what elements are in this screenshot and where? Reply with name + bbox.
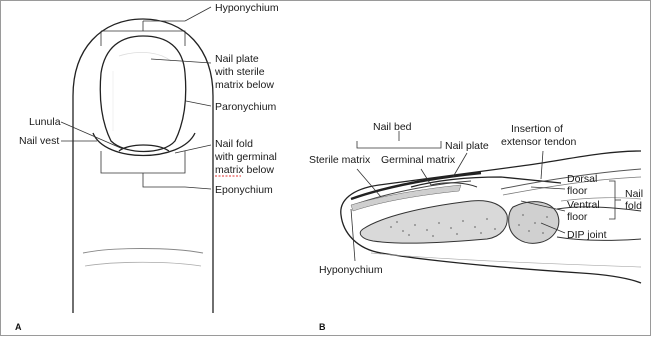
panel-a-labels: Hyponychium Nail plate with sterile matr… [15, 2, 279, 332]
label-b-germinal-matrix: Germinal matrix [381, 154, 456, 166]
panel-b-letter: B [319, 322, 326, 332]
label-b-insertion-1: Insertion of [511, 123, 563, 135]
label-a-lunula: Lunula [29, 116, 61, 128]
panel-a-drawing [61, 7, 213, 313]
label-b-ventral-floor-1: Ventral [567, 199, 600, 211]
label-b-hyponychium: Hyponychium [319, 264, 383, 276]
distal-phalanx-bone [360, 201, 507, 244]
label-a-nail-fold-3: matrix below [215, 164, 274, 176]
label-a-nail-vest: Nail vest [19, 135, 59, 147]
label-b-nail-fold-2: fold [625, 200, 642, 212]
panel-a-letter: A [15, 322, 22, 332]
label-b-dip-joint: DIP joint [567, 229, 607, 241]
label-a-nail-fold-2: with germinal [214, 151, 277, 163]
label-b-ventral-floor-2: floor [567, 211, 588, 223]
label-b-nail-bed: Nail bed [373, 121, 412, 133]
label-a-eponychium: Eponychium [215, 184, 273, 196]
label-b-dorsal-floor-1: Dorsal [567, 173, 597, 185]
label-a-hyponychium: Hyponychium [215, 2, 279, 14]
finger-outline [73, 19, 213, 313]
label-b-sterile-matrix: Sterile matrix [309, 154, 371, 166]
label-a-paronychium: Paronychium [215, 101, 277, 113]
label-b-nail-plate: Nail plate [445, 140, 489, 152]
label-b-nail-fold-1: Nail [625, 188, 643, 200]
label-a-nail-plate-2: with sterile [214, 66, 265, 78]
label-b-insertion-2: extensor tendon [501, 136, 576, 148]
label-a-nail-fold-1: Nail fold [215, 138, 253, 150]
label-a-nail-plate-3: matrix below [215, 79, 274, 91]
label-b-dorsal-floor-2: floor [567, 185, 588, 197]
label-a-nail-plate-1: Nail plate [215, 53, 259, 65]
